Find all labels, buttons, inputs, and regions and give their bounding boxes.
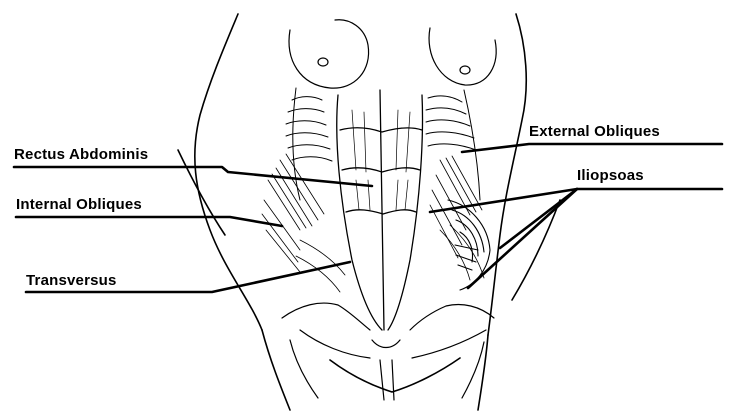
label-transversus: Transversus [26,273,117,288]
leader-external [462,144,722,152]
leader-internal [16,217,282,226]
chest [289,20,496,88]
leader-rectus [14,167,372,186]
label-internal-obliques: Internal Obliques [16,197,142,212]
rectus-abdominis-muscle [337,90,423,330]
label-iliopsoas: Iliopsoas [577,168,644,183]
label-rectus-abdominis: Rectus Abdominis [14,147,148,162]
label-external-obliques: External Obliques [529,124,660,139]
torso-outline [178,14,560,410]
ribs-left [286,88,332,200]
leader-iliopsoas-c [500,189,577,248]
pelvis [282,303,494,400]
